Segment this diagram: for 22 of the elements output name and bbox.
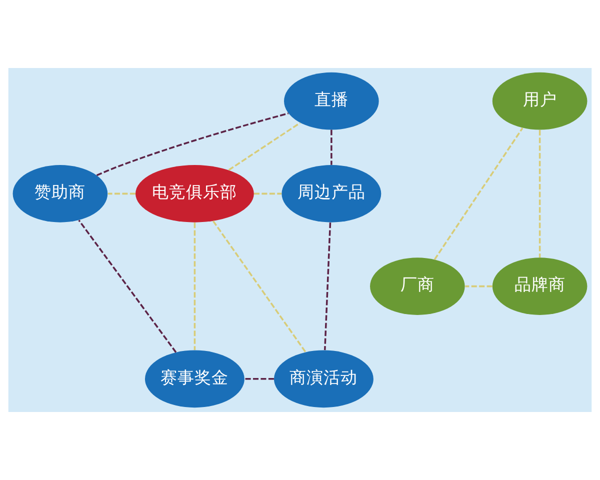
connector xyxy=(538,130,541,258)
connector xyxy=(244,378,274,380)
connector xyxy=(434,128,524,260)
node-ellipse: 用户 xyxy=(492,72,588,130)
connector xyxy=(194,222,196,350)
connector xyxy=(108,192,136,195)
node-ellipse: 赞助商 xyxy=(12,165,108,222)
connector xyxy=(78,220,177,353)
connector xyxy=(465,285,492,288)
node-ellipse: 商演活动 xyxy=(274,350,374,408)
connector xyxy=(324,222,332,350)
connector xyxy=(96,112,289,176)
connector xyxy=(212,220,306,352)
node-ellipse: 直播 xyxy=(284,72,379,130)
connector xyxy=(254,192,282,195)
node-ellipse: 厂商 xyxy=(370,258,465,315)
connector xyxy=(330,130,332,165)
node-ellipse: 周边产品 xyxy=(282,165,382,222)
node-ellipse: 赛事奖金 xyxy=(144,350,244,408)
node-ellipse: 电竞俱乐部 xyxy=(136,165,254,222)
node-ellipse: 品牌商 xyxy=(492,258,588,315)
connector xyxy=(228,122,301,171)
